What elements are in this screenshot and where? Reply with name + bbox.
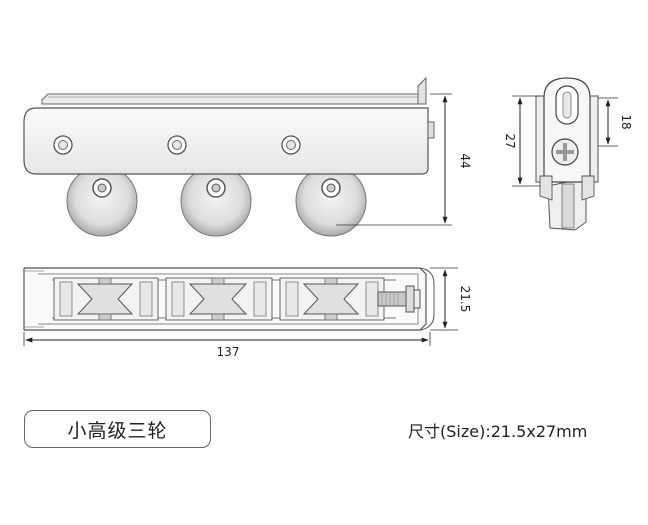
length-dimension: 137: [23, 332, 431, 359]
side-view: [535, 77, 599, 231]
top-view: [23, 267, 435, 331]
side-height-dimension-label: 27: [503, 133, 517, 148]
wheel-housing: [165, 277, 273, 321]
slot-dimension-label: 18: [619, 114, 633, 129]
rivet: [167, 135, 187, 155]
rivet: [281, 135, 301, 155]
width-dimension-label: 21.5: [458, 286, 472, 313]
top-rail: [41, 93, 419, 105]
side-height-dimension: 27: [503, 95, 540, 187]
end-bracket: [417, 76, 427, 105]
wheel: [295, 165, 367, 237]
adjustment-screw: [377, 285, 421, 313]
height-dimension: 44: [336, 93, 472, 226]
wheel: [66, 165, 138, 237]
length-dimension-label: 137: [217, 345, 240, 359]
slot-dimension: 18: [598, 97, 633, 147]
wheel: [180, 165, 252, 237]
side-clip: [427, 121, 435, 139]
screw-head: [551, 138, 579, 166]
size-label: 尺寸(Size):21.5x27mm: [408, 422, 588, 441]
height-dimension-label: 44: [458, 153, 472, 168]
wheel-housing: [279, 277, 385, 321]
rivet: [53, 135, 73, 155]
wheel-housing: [53, 277, 159, 321]
front-view: [23, 76, 435, 237]
product-name-label: 小高级三轮: [24, 410, 211, 448]
side-plate: [23, 107, 429, 175]
width-dimension: 21.5: [430, 267, 472, 331]
